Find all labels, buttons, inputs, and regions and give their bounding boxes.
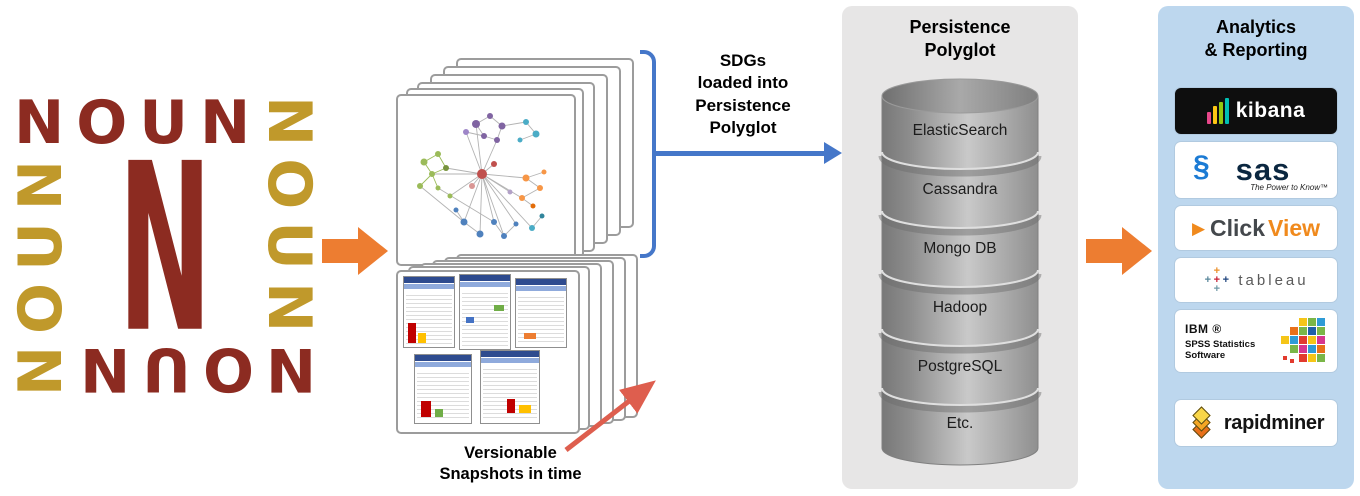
sheet-title-bar — [516, 279, 566, 285]
ibm-spss-logo: IBM ® SPSS Statistics Software — [1175, 310, 1337, 372]
persistence-polyglot-panel: Persistence Polyglot — [842, 6, 1078, 489]
db-layer-label: ElasticSearch — [913, 122, 1008, 139]
versionable-caption: Versionable Snapshots in time — [439, 444, 582, 483]
kibana-wordmark: kibana — [1235, 99, 1306, 122]
spreadsheet-thumbnail — [414, 354, 472, 424]
noun-word-left: NOUN — [6, 147, 76, 396]
sheet-title-bar — [481, 351, 539, 357]
database-cylinder-icon: ElasticSearch Cassandra Mongo DB Hadoop … — [878, 78, 1042, 466]
sheet-header-band — [404, 284, 454, 289]
sheet-cell-red — [408, 323, 416, 343]
arrow-head — [1122, 227, 1152, 275]
spss-text-block: IBM ® SPSS Statistics Software — [1185, 322, 1255, 361]
spss-mosaic-icon — [1281, 318, 1325, 363]
clickview-wordmark-part2: View — [1268, 214, 1321, 241]
spreadsheet-thumbnail — [480, 350, 540, 424]
spreadsheet-card — [396, 270, 580, 434]
sas-swirl-icon: § — [1193, 150, 1210, 183]
kibana-bars-icon — [1206, 98, 1229, 124]
mosaic-tiles — [1281, 318, 1325, 363]
arrow-noun-to-snapshots — [322, 227, 388, 275]
spss-line2: SPSS Statistics — [1185, 338, 1256, 350]
db-layer-label: PostgreSQL — [918, 358, 1003, 375]
sdg-flow-label: SDGs loaded into Persistence Polyglot — [695, 51, 791, 138]
network-graph — [417, 113, 547, 239]
sheet-header-band — [481, 358, 539, 363]
spreadsheet-snapshot-stack — [396, 254, 664, 436]
sheet-cell-red — [421, 401, 431, 417]
sheet-cell-yellow — [519, 405, 531, 413]
sheet-cell-green — [494, 305, 504, 311]
analytics-reporting-panel: Analytics & Reporting kibana § sas The P… — [1158, 6, 1354, 489]
graph-snapshot-stack — [396, 58, 648, 270]
sas-wordmark: sas — [1235, 152, 1291, 187]
spreadsheet-thumbnail — [459, 274, 511, 350]
arrow-persistence-to-analytics — [1086, 227, 1152, 275]
network-nodes — [417, 113, 547, 239]
sheet-cell-orange — [524, 333, 536, 339]
snapshot-group-bracket — [640, 50, 656, 258]
noun-word-top: NOUN — [14, 88, 263, 158]
noun-word-right: NOUN — [254, 96, 324, 345]
analytics-title: Analytics & Reporting — [1204, 17, 1308, 61]
rapidminer-layers-icon — [1188, 406, 1216, 439]
rapidminer-wordmark: rapidminer — [1223, 411, 1325, 434]
arrow-head — [358, 227, 388, 275]
tableau-logo: + +++ + tableau — [1175, 258, 1337, 302]
sheet-title-bar — [415, 355, 471, 361]
arrow-head — [824, 142, 842, 164]
arrow-shaft — [1086, 239, 1122, 263]
sheet-cell-blue — [466, 317, 474, 323]
spreadsheet-thumbnail — [515, 278, 567, 348]
rapidminer-logo: rapidminer — [1175, 400, 1337, 446]
sheet-header-band — [415, 362, 471, 367]
sheet-cell-yellow — [418, 333, 426, 343]
cylinder-top — [881, 78, 1039, 114]
cylinder-separators — [878, 151, 1042, 413]
sheet-cell-green — [435, 409, 443, 417]
sheet-title-bar — [404, 277, 454, 283]
sheet-title-bar — [460, 275, 510, 281]
network-graph-card — [396, 94, 576, 266]
sheet-header-band — [460, 282, 510, 287]
clickview-play-icon: ▶ — [1191, 218, 1206, 238]
clickview-wordmark-part1: Click — [1210, 214, 1266, 241]
db-layer-label: Hadoop — [933, 299, 987, 316]
cylinder-body — [881, 95, 1039, 466]
arrow-snapshots-to-persistence — [656, 142, 842, 164]
sheet-cell-red — [507, 399, 515, 413]
sheet-header-band — [516, 286, 566, 291]
db-layer-label: Mongo DB — [923, 240, 996, 257]
db-layer-label: Cassandra — [923, 181, 998, 198]
kibana-logo: kibana — [1175, 88, 1337, 134]
spreadsheet-thumbnail — [403, 276, 455, 348]
noun-logo: NOUN NOUN NOUN NOUN N — [6, 88, 324, 404]
arrow-shaft — [656, 150, 824, 156]
tableau-plus-icon: + +++ + — [1204, 264, 1230, 295]
persistence-title: Persistence Polyglot — [909, 17, 1011, 61]
noun-center-letter: N — [118, 114, 212, 384]
tableau-wordmark: tableau — [1238, 271, 1309, 289]
ibm-wordmark: IBM ® — [1185, 321, 1222, 336]
arrow-caption-to-snapshots — [564, 380, 656, 452]
sas-logo: § sas The Power to Know™ — [1175, 142, 1337, 198]
sas-tagline: The Power to Know™ — [1250, 183, 1328, 192]
spss-line3: Software — [1185, 349, 1226, 361]
db-layer-label: Etc. — [947, 415, 974, 432]
arrow-shaft — [322, 239, 358, 263]
